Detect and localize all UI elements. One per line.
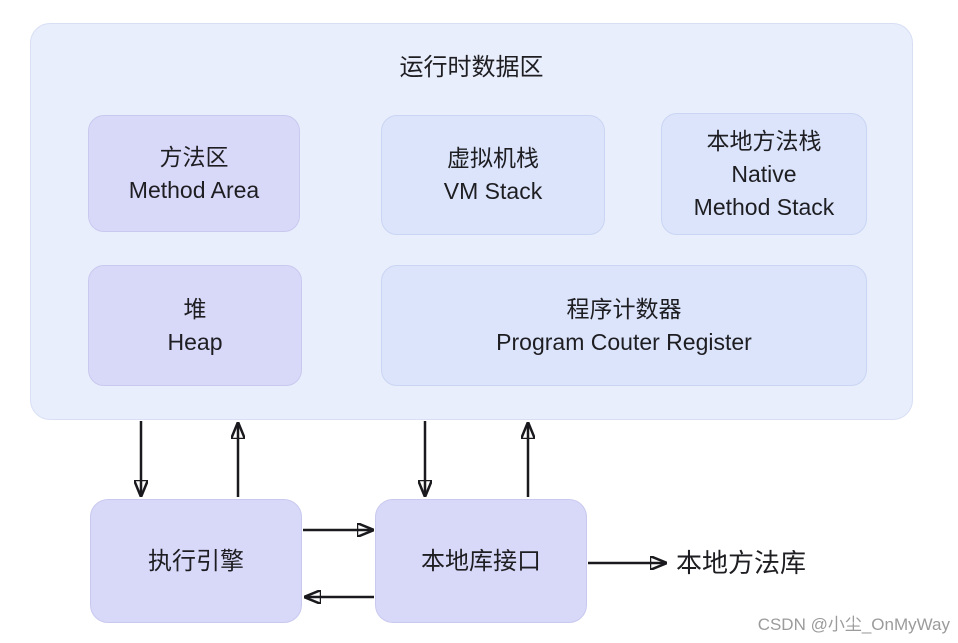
native-method-stack-label-en-2: Method Stack — [693, 193, 835, 220]
native-library-interface-box: 本地库接口 — [375, 499, 587, 623]
vm-stack-box: 虚拟机栈 VM Stack — [381, 115, 605, 235]
native-method-stack-label-en-1: Native — [731, 160, 797, 187]
native-method-stack-label-zh: 本地方法栈 — [706, 127, 822, 154]
vm-stack-label-en: VM Stack — [443, 178, 543, 204]
program-counter-label-zh: 程序计数器 — [566, 295, 682, 322]
heap-box: 堆 Heap — [88, 265, 302, 386]
execution-engine-label: 执行引擎 — [148, 547, 244, 575]
heap-label-zh: 堆 — [183, 295, 207, 322]
native-method-stack-box: 本地方法栈 Native Method Stack — [661, 113, 867, 235]
native-library-interface-label: 本地库接口 — [421, 547, 541, 575]
execution-engine-box: 执行引擎 — [90, 499, 302, 623]
runtime-data-area-title: 运行时数据区 — [399, 54, 544, 81]
csdn-watermark: CSDN @小尘_OnMyWay — [757, 615, 950, 634]
method-area-box: 方法区 Method Area — [88, 115, 300, 232]
method-area-label-en: Method Area — [128, 176, 260, 203]
vm-stack-label-zh: 虚拟机栈 — [447, 145, 539, 171]
program-counter-label-en: Program Couter Register — [496, 328, 752, 355]
method-area-label-zh: 方法区 — [159, 143, 229, 170]
heap-label-en: Heap — [167, 328, 223, 355]
native-method-library-label: 本地方法库 — [676, 548, 807, 578]
program-counter-register-box: 程序计数器 Program Couter Register — [381, 265, 867, 386]
